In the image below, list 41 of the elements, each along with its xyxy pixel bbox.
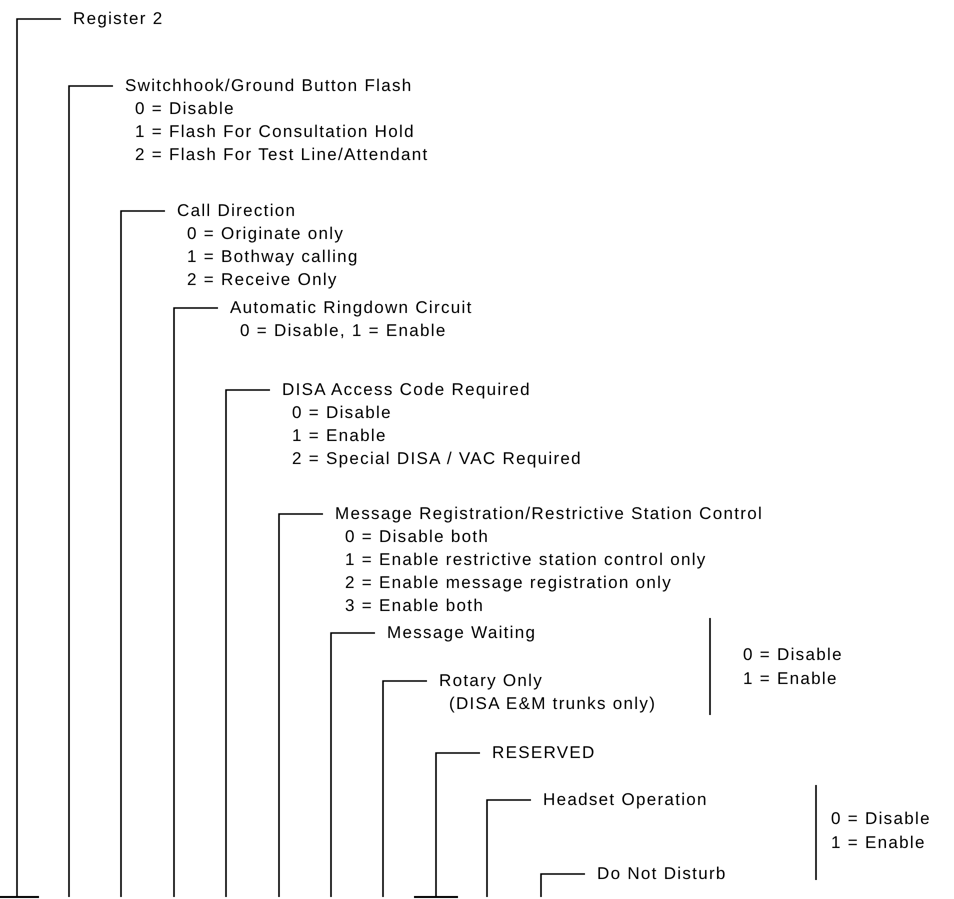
leader-line	[225, 389, 270, 897]
field-option: 2 = Enable message registration only	[335, 571, 764, 594]
leader-line	[278, 513, 323, 897]
field-option: (DISA E&M trunks only)	[439, 692, 656, 715]
field-name: Message Registration/Restrictive Station Control	[335, 503, 764, 525]
option-text: 0 = Disable	[743, 644, 843, 666]
leader-line	[540, 873, 585, 897]
leader-line	[382, 680, 427, 897]
field-name: Switchhook/Ground Button Flash	[125, 75, 414, 97]
field-name: Call Direction	[177, 200, 298, 222]
leader-line	[413, 752, 480, 898]
field-option: 0 = Disable, 1 = Enable	[230, 319, 473, 342]
leader-line	[330, 632, 375, 897]
option-text: 1 = Enable	[831, 832, 926, 854]
field-name: RESERVED	[492, 742, 596, 764]
leader-line	[0, 18, 61, 898]
field-option: 2 = Receive Only	[177, 268, 359, 291]
field-name: Headset Operation	[543, 789, 708, 811]
field-option: 2 = Flash For Test Line/Attendant	[125, 143, 428, 166]
field-option: 1 = Bothway calling	[177, 245, 359, 268]
leader-line	[120, 210, 165, 897]
field-option: 2 = Special DISA / VAC Required	[282, 447, 582, 470]
field-option: 3 = Enable both	[335, 594, 764, 617]
field-name: Message Waiting	[387, 622, 536, 644]
field-option: 1 = Flash For Consultation Hold	[125, 120, 428, 143]
field-name: DISA Access Code Required	[282, 379, 532, 401]
option-text: 0 = Disable	[831, 808, 931, 830]
leader-line	[68, 85, 113, 897]
field-name: Do Not Disturb	[597, 863, 727, 885]
option-text: 1 = Enable	[743, 668, 838, 690]
field-option: 0 = Originate only	[177, 222, 359, 245]
field-name: Rotary Only	[439, 670, 544, 692]
field-option: 1 = Enable	[282, 424, 582, 447]
leader-line	[173, 307, 218, 897]
field-option: 0 = Disable	[282, 401, 582, 424]
leader-line	[486, 799, 531, 897]
field-name: Automatic Ringdown Circuit	[230, 297, 473, 319]
field-name: Register 2	[73, 8, 164, 30]
field-option: 0 = Disable both	[335, 525, 764, 548]
field-option: 0 = Disable	[125, 97, 428, 120]
field-option: 1 = Enable restrictive station control only	[335, 548, 764, 571]
